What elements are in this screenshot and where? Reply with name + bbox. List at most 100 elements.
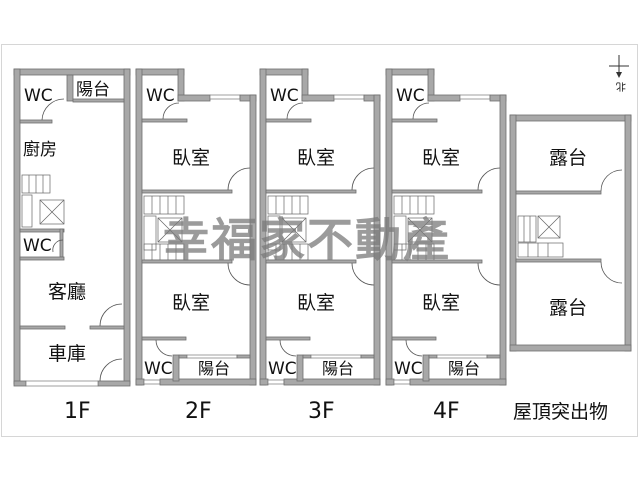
room-label-living-room: 客廳 xyxy=(48,281,86,303)
wall xyxy=(385,378,395,386)
window xyxy=(209,94,241,100)
wall xyxy=(141,189,233,194)
stair-run xyxy=(143,195,185,215)
wall xyxy=(141,118,188,123)
wall xyxy=(13,68,131,76)
wall xyxy=(123,68,131,385)
elevator-shaft xyxy=(407,217,433,243)
wall xyxy=(499,94,507,386)
door-swing xyxy=(351,262,375,286)
upper-floors-plans xyxy=(135,68,507,386)
door-swing xyxy=(477,262,501,286)
door-swing xyxy=(41,98,65,121)
window xyxy=(459,94,491,100)
floor-4f-plan xyxy=(385,68,507,386)
wall xyxy=(515,190,602,195)
wall xyxy=(177,94,211,102)
door-swing xyxy=(155,339,173,357)
wall xyxy=(13,380,27,387)
wall xyxy=(141,336,187,341)
wall xyxy=(391,118,438,123)
wall xyxy=(391,189,483,194)
floor-plan-frame xyxy=(1,44,638,437)
door-swing xyxy=(477,167,501,191)
room-label-terrace: 露台 xyxy=(549,297,587,319)
wall xyxy=(624,114,632,352)
room-label-garage: 車庫 xyxy=(48,343,86,365)
door-swing xyxy=(405,339,423,357)
staircase xyxy=(143,195,185,261)
room-label-wc: WC xyxy=(146,86,175,106)
wall xyxy=(89,325,125,330)
room-label-bedroom: 臥室 xyxy=(422,147,460,169)
stair-run xyxy=(143,215,157,251)
room-label-bedroom: 臥室 xyxy=(297,147,335,169)
window xyxy=(186,354,238,359)
floor-roof-plan xyxy=(509,114,632,352)
door-swing xyxy=(227,167,251,191)
room-label-wc: WC xyxy=(394,359,423,379)
room-label-bedroom: 臥室 xyxy=(297,292,335,314)
wall xyxy=(72,98,125,103)
window xyxy=(333,94,365,100)
door-swing xyxy=(600,169,623,192)
wall xyxy=(19,325,66,330)
wall xyxy=(486,354,501,359)
wall xyxy=(172,354,180,382)
wall xyxy=(515,258,602,263)
wall xyxy=(509,114,517,352)
wall xyxy=(236,354,251,359)
elevator-cross xyxy=(157,217,183,243)
room-label-terrace: 露台 xyxy=(549,147,587,169)
wall xyxy=(422,354,430,382)
wall xyxy=(135,68,185,76)
door-swing xyxy=(99,303,123,327)
room-label-wc: WC xyxy=(268,359,297,379)
room-label-wc: WC xyxy=(270,86,299,106)
window xyxy=(436,354,488,359)
north-arrow-icon xyxy=(609,55,629,78)
stair-run xyxy=(393,215,407,251)
wall xyxy=(265,189,357,194)
floor-label-roof: 屋頂突出物 xyxy=(513,401,608,423)
floor-label-1f: 1F xyxy=(64,399,91,424)
room-label-bedroom: 臥室 xyxy=(172,292,210,314)
garage-opening xyxy=(25,380,99,387)
wall xyxy=(141,259,233,264)
door-swing xyxy=(227,262,251,286)
wall xyxy=(428,354,438,359)
room-label-wc: WC xyxy=(396,86,425,106)
wall xyxy=(360,354,375,359)
door-swing xyxy=(351,167,375,191)
wall xyxy=(509,114,632,122)
wall xyxy=(265,336,311,341)
door-swing xyxy=(99,358,123,382)
floor-label-4f: 4F xyxy=(433,399,460,424)
staircase xyxy=(393,195,435,261)
room-label-balcony: 陽台 xyxy=(76,80,110,100)
wall xyxy=(13,68,21,385)
wall xyxy=(283,378,381,386)
room-label-bedroom: 臥室 xyxy=(172,147,210,169)
wall xyxy=(296,354,304,382)
wall xyxy=(391,336,437,341)
window xyxy=(143,379,161,385)
room-label-bedroom: 臥室 xyxy=(422,292,460,314)
door-swing xyxy=(279,339,297,357)
wall xyxy=(265,259,357,264)
wall xyxy=(259,68,309,76)
elevator-cross xyxy=(407,217,433,243)
elevator-shaft xyxy=(281,217,307,243)
room-label-balcony: 陽台 xyxy=(198,359,230,378)
window xyxy=(393,379,411,385)
room-label-balcony: 陽台 xyxy=(448,359,480,378)
wall xyxy=(385,68,435,76)
floor-3f-plan xyxy=(259,68,381,386)
door-swing xyxy=(52,239,64,253)
wall xyxy=(427,94,461,102)
window xyxy=(310,354,362,359)
room-label-kitchen: 廚房 xyxy=(23,139,57,160)
watermark-text: 幸福家不動產 xyxy=(163,213,451,267)
wall xyxy=(409,378,507,386)
door-swing xyxy=(286,102,304,120)
